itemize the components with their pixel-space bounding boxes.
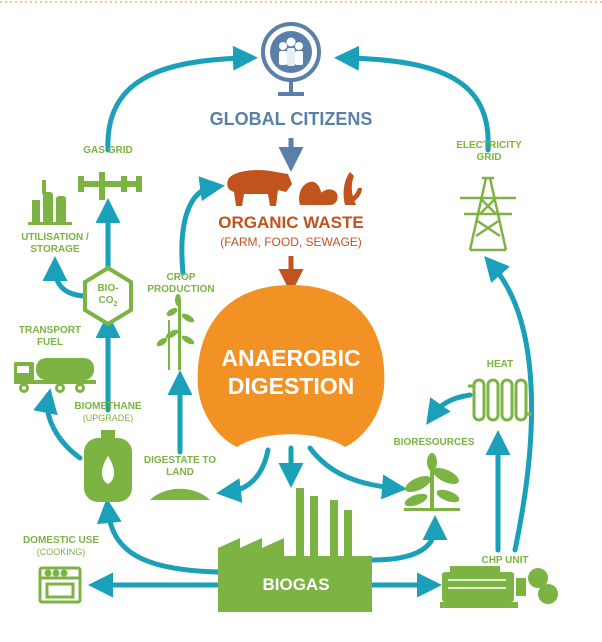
arrow-bioco2-to-utilisation [42, 256, 88, 299]
tanker-truck-icon [14, 358, 96, 393]
label-electricity-2: GRID [476, 152, 502, 163]
banana-peel-icon [343, 172, 362, 205]
arrow-chp-to-electricity [484, 255, 534, 553]
label-organic-waste: ORGANIC WASTE [218, 213, 364, 232]
plant-icon [156, 294, 195, 370]
arrow-biogas-to-biomethane [96, 498, 221, 575]
seedling-icon [404, 453, 460, 511]
cow-icon [227, 170, 292, 206]
label-digestion: DIGESTION [227, 373, 355, 399]
arrow-ad-to-bioresources [307, 445, 407, 500]
label-biomethane-sub: (UPGRADE) [82, 413, 134, 423]
label-bio-co2-co: CO [98, 295, 114, 306]
label-domestic: DOMESTIC USE [22, 535, 100, 546]
label-crop-1: CROP [166, 272, 196, 283]
label-biomethane: BIOMETHANE [74, 401, 142, 412]
label-organic-waste-sub: (FARM, FOOD, SEWAGE) [220, 235, 362, 249]
label-transport-2: FUEL [36, 337, 64, 348]
label-heat: HEAT [486, 359, 514, 370]
label-digestate-1: DIGESTATE TO [143, 455, 217, 466]
label-bio-co2-2: CO2 [86, 295, 130, 308]
arrow-crop-to-waste [179, 176, 225, 276]
label-global-citizens: GLOBAL CITIZENS [209, 109, 373, 129]
label-chp: CHP UNIT [481, 555, 529, 566]
eggshell-icon [299, 181, 338, 205]
storage-tanks-icon [28, 180, 72, 225]
label-biogas: BIOGAS [262, 575, 330, 594]
label-anaerobic: ANAEROBIC [221, 345, 361, 371]
arrow-ad-to-digestate [216, 447, 271, 503]
label-bioresources: BIORESOURCES [393, 437, 475, 448]
arrow-electricity-to-citizens [334, 45, 491, 153]
stove-icon [38, 566, 82, 604]
factory-icon [218, 488, 372, 612]
arrow-biomethane-to-transport [33, 388, 83, 461]
soil-mound-icon [150, 488, 210, 500]
label-utilisation-1: UTILISATION / [21, 232, 89, 243]
label-bio-co2-sub: 2 [113, 301, 118, 308]
anaerobic-digestion-shape [197, 285, 385, 447]
arrow-biogas-to-bioresources [369, 515, 448, 563]
label-domestic-sub: (COOKING) [36, 547, 86, 557]
label-bio-co2-1: BIO- [97, 283, 119, 294]
gas-pipe-icon [78, 172, 142, 200]
pylon-icon [460, 176, 516, 252]
hexagon-icon [83, 265, 133, 327]
radiator-icon [468, 378, 532, 422]
label-gas-grid: GAS GRID [83, 145, 133, 156]
label-electricity-1: ELECTRICITY [456, 140, 522, 151]
label-crop-2: PRODUCTION [147, 284, 215, 295]
engine-icon [440, 566, 558, 608]
arrow-heat-to-bioresources [426, 392, 473, 425]
label-digestate-2: LAND [166, 467, 194, 478]
label-transport-1: TRANSPORT [18, 325, 82, 336]
gas-cylinder-icon [84, 430, 132, 502]
label-utilisation-2: STORAGE [30, 244, 80, 255]
arrow-gasgrid-to-citizens [105, 45, 258, 153]
globe-people-icon [261, 22, 321, 96]
